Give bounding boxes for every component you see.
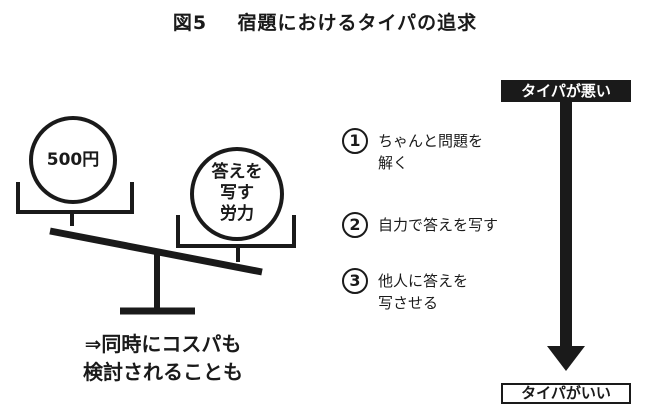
step-text: 自力で答えを写す — [378, 216, 499, 234]
left-weight-circle — [29, 116, 117, 204]
axis-arrow-shaft — [560, 102, 572, 350]
step-number-badge: 2 — [342, 212, 368, 238]
figure-title: 図5 宿題におけるタイパの追求 — [0, 8, 650, 35]
figure-number: 図5 — [172, 12, 208, 34]
conclusion-line: ⇒同時にコスパも — [84, 332, 242, 356]
axis-arrow-head — [547, 346, 585, 371]
axis-top-label: タイパが悪い — [501, 80, 631, 102]
step-text: ちゃんと問題を 解く — [378, 132, 484, 172]
axis-bottom-label: タイパがいい — [501, 383, 631, 404]
step-text: 他人に答えを 写させる — [378, 272, 469, 312]
right-weight-line: 写す — [220, 183, 254, 203]
scale-beam — [49, 227, 263, 276]
right-weight-line: 答えを — [211, 162, 263, 182]
left-weight-label: 500円 — [46, 150, 100, 170]
step-item-3: 3 他人に答えを 写させる — [342, 268, 468, 314]
left-tray — [16, 182, 134, 214]
step-item-1: 1 ちゃんと問題を 解く — [342, 128, 483, 174]
step-number-badge: 1 — [342, 128, 368, 154]
conclusion-text: ⇒同時にコスパも 検討されることも — [48, 330, 278, 386]
step-item-2: 2 自力で答えを写す — [342, 212, 498, 238]
conclusion-line: 検討されることも — [83, 360, 243, 384]
figure-title-text: 宿題におけるタイパの追求 — [237, 12, 478, 34]
step-number-badge: 3 — [342, 268, 368, 294]
right-weight-line: 労力 — [220, 204, 254, 224]
right-weight-label: 答えを 写す 労力 — [195, 162, 279, 225]
right-weight-circle — [190, 147, 284, 241]
